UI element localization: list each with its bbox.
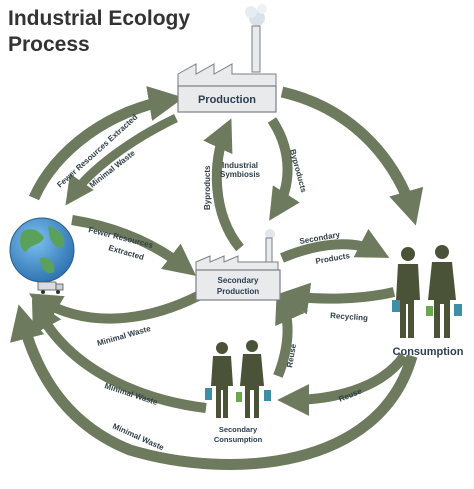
arrow-consumption-to-globe-bottom [10,304,418,470]
secondary-production-label-2: Production [217,287,259,296]
consumption-label: Consumption [393,346,464,358]
label-byproducts-left: Byproducts [203,165,212,210]
arrow-production-to-secondary [267,117,300,221]
secondary-production-label-1: Secondary [218,276,259,285]
label-industrial-symbiosis-1: Industrial [222,161,258,170]
secondary-consumption-label-1: Secondary [219,425,258,434]
arrow-secondary-to-production [203,118,244,252]
arrow-recycling [277,282,396,315]
arrow-reuse-vertical [273,290,305,378]
arrow-production-to-globe-waste [65,113,178,206]
arrow-secondary-products [280,228,390,263]
earth-globe-icon [9,217,75,294]
secondary-production-factory: Secondary Production [195,229,281,301]
label-secondary-products-2: Products [315,251,351,266]
arrow-production-to-consumption [280,86,424,226]
consumption-people-icon [392,245,462,338]
diagram-title-line1: Industrial Ecology [8,7,191,30]
arrow-secondary-consumption-to-globe [31,298,207,413]
label-reuse-vertical: Reuse [285,343,298,369]
arrow-globe-to-secondary [71,215,197,276]
label-minimal-waste-mid: Minimal Waste [96,324,152,348]
arrow-secondary-to-globe-waste [29,291,201,324]
production-label: Production [198,94,256,106]
secondary-consumption-label-2: Consumption [214,435,263,444]
label-industrial-symbiosis-2: Symbiosis [220,170,261,179]
arrow-reuse-low [277,352,409,416]
label-recycling: Recycling [330,311,368,323]
diagram-title-line2: Process [8,33,90,56]
production-factory: Production [177,4,277,113]
arrow-globe-to-production [28,86,184,201]
secondary-consumption-people-icon [205,340,271,418]
